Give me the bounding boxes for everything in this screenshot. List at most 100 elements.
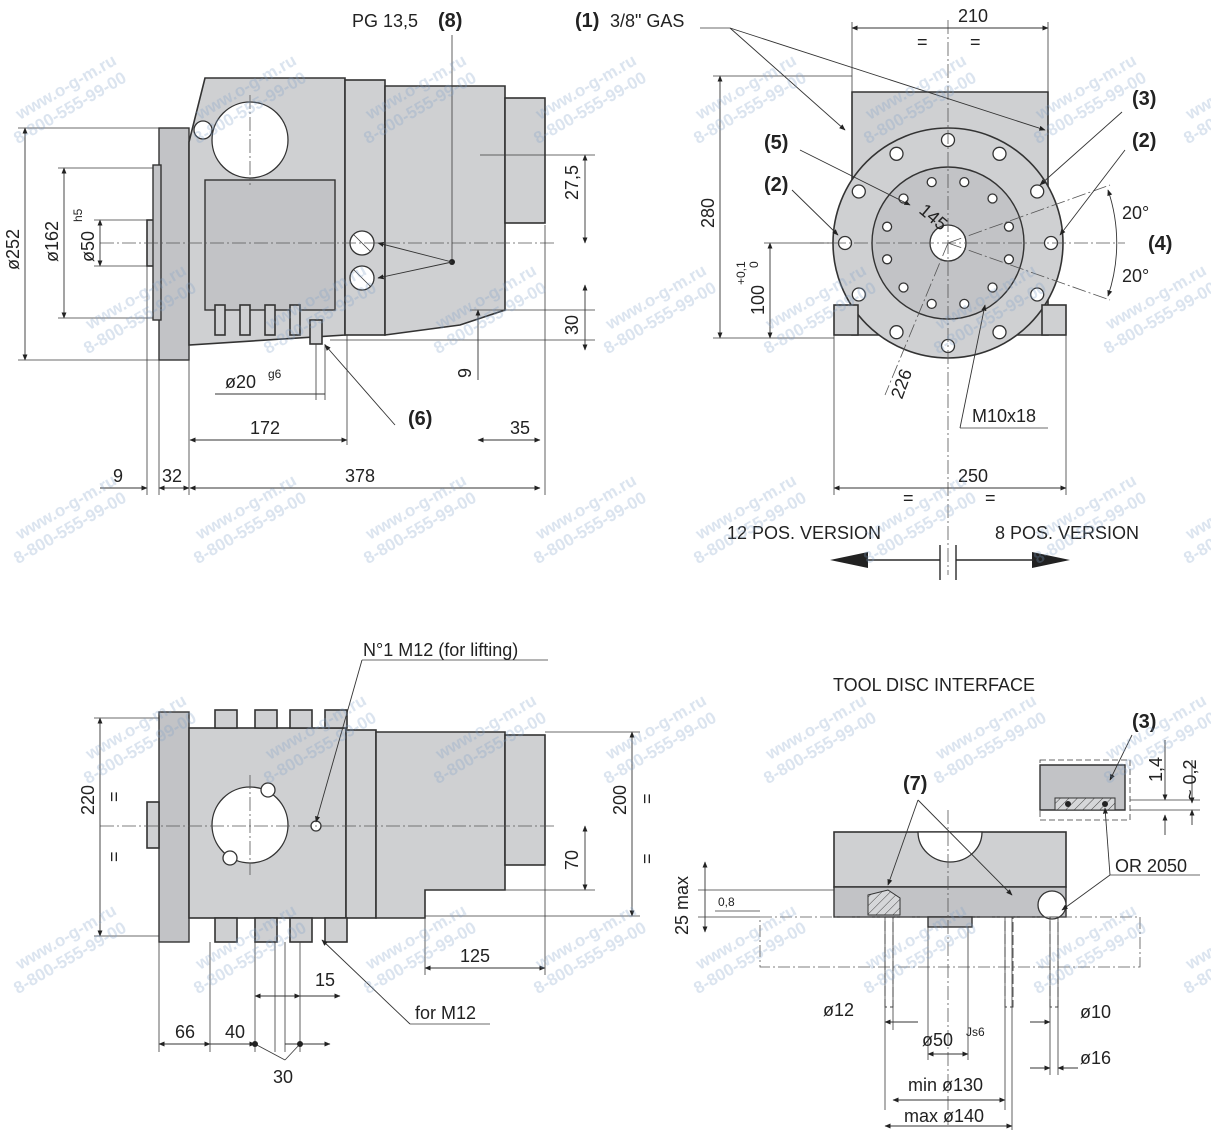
bolt-hole xyxy=(889,146,904,161)
watermark-url: www.o-g-m.ru xyxy=(1182,471,1211,544)
inner-bolt-hole xyxy=(926,298,937,310)
watermark: www.o-g-m.ru8-800-555-99-00 xyxy=(1180,901,1211,998)
dim-25-max: 25 max xyxy=(672,876,692,935)
eq-sign: = xyxy=(104,791,124,802)
inner-bolt-hole xyxy=(1003,221,1015,232)
dim-172: 172 xyxy=(250,418,280,438)
side-housing-mid xyxy=(344,79,386,336)
inner-bolt-hole xyxy=(898,282,909,293)
watermark: www.o-g-m.ru8-800-555-99-00 xyxy=(690,471,809,568)
dim-d12: ø12 xyxy=(823,1000,854,1020)
dim-d20-tol: g6 xyxy=(268,367,282,381)
bottom-stud xyxy=(214,917,238,943)
dim-9: 9 xyxy=(113,466,123,486)
watermark: www.o-g-m.ru8-800-555-99-00 xyxy=(600,261,719,358)
watermark-url: www.o-g-m.ru xyxy=(1182,901,1211,974)
watermark: www.o-g-m.ru8-800-555-99-00 xyxy=(600,691,719,788)
side-flange-rim xyxy=(152,164,162,321)
dim-0-8: 0,8 xyxy=(718,895,735,909)
top-port-bolt xyxy=(222,850,238,866)
eq-sign: = xyxy=(970,32,981,52)
inner-bolt-hole xyxy=(1003,254,1015,265)
disc-callout-3: (3) xyxy=(1132,711,1156,733)
side-stud xyxy=(214,304,226,336)
watermark: www.o-g-m.ru8-800-555-99-00 xyxy=(930,691,1049,788)
callout-3: (3) xyxy=(1132,88,1156,110)
side-housing-rear xyxy=(384,85,506,336)
side-stud xyxy=(264,304,276,336)
watermark: www.o-g-m.ru8-800-555-99-00 xyxy=(10,471,129,568)
front-view: (1) 3/8" GAS 210 = = 280 100 +0,1 0 145 … xyxy=(575,6,1172,580)
oring-detail-circle xyxy=(1037,890,1067,920)
watermark: www.o-g-m.ru8-800-555-99-00 xyxy=(1100,261,1211,358)
dim-32: 32 xyxy=(162,466,182,486)
side-recess xyxy=(204,179,336,311)
front-inner-bolt-holes xyxy=(881,176,1015,310)
eq-sign: = xyxy=(637,793,657,804)
top-studs xyxy=(214,709,348,943)
side-flange xyxy=(158,127,190,361)
dowel-section xyxy=(867,889,901,916)
dim-min-130: min ø130 xyxy=(908,1075,983,1095)
inner-bolt-hole xyxy=(881,221,893,232)
bolt-hole xyxy=(1030,287,1045,302)
tool-spigot xyxy=(927,916,973,928)
detail-3-seal xyxy=(1054,797,1116,811)
watermark: www.o-g-m.ru8-800-555-99-00 xyxy=(860,471,979,568)
eq-sign: = xyxy=(637,853,657,864)
front-foot-right xyxy=(1041,304,1067,336)
dim-70: 70 xyxy=(562,850,582,870)
bolt-hole xyxy=(851,287,866,302)
side-stud xyxy=(289,304,301,336)
side-stud xyxy=(239,304,251,336)
pg-label: PG 13,5 xyxy=(352,11,418,31)
dim-378: 378 xyxy=(345,466,375,486)
inner-bolt-hole xyxy=(987,282,998,293)
top-view: N°1 M12 (for lifting) for M12 220 = = 20… xyxy=(78,640,657,1087)
dim-d10: ø10 xyxy=(1080,1002,1111,1022)
bolt-hole xyxy=(889,325,904,340)
dim-40: 40 xyxy=(225,1022,245,1042)
callout-4: (4) xyxy=(1148,233,1172,255)
m12-label: for M12 xyxy=(415,1003,476,1023)
dim-d252: ø252 xyxy=(3,229,23,270)
dim-d50-tol: h5 xyxy=(71,208,85,222)
side-small-port xyxy=(193,120,213,140)
tool-disc-title: TOOL DISC INTERFACE xyxy=(833,675,1035,695)
top-housing-mid xyxy=(345,729,377,919)
front-outer-bolt-holes xyxy=(837,132,1059,354)
watermark: www.o-g-m.ru8-800-555-99-00 xyxy=(10,901,129,998)
inner-bolt-hole xyxy=(959,298,970,310)
angle-20a: 20° xyxy=(1122,203,1149,223)
watermark: www.o-g-m.ru8-800-555-99-00 xyxy=(1180,471,1211,568)
eq-sign: = xyxy=(903,488,914,508)
watermark: www.o-g-m.ru8-800-555-99-00 xyxy=(530,471,649,568)
front-foot-left xyxy=(833,304,859,336)
tool-disc-arc xyxy=(917,831,983,863)
dim-35: 35 xyxy=(510,418,530,438)
dim-m10: M10x18 xyxy=(972,406,1036,426)
watermark: www.o-g-m.ru8-800-555-99-00 xyxy=(1180,51,1211,148)
gas-label: 3/8" GAS xyxy=(610,11,684,31)
dim-250: 250 xyxy=(958,466,988,486)
watermark: www.o-g-m.ru8-800-555-99-00 xyxy=(10,51,129,148)
dim-d16: ø16 xyxy=(1080,1048,1111,1068)
top-stud xyxy=(289,709,313,729)
bottom-stud xyxy=(324,917,348,943)
callout-7: (7) xyxy=(903,773,927,795)
dim-30: 30 xyxy=(273,1067,293,1087)
dim-200: 200 xyxy=(610,785,630,815)
dim-d20: ø20 xyxy=(225,372,256,392)
tool-disc-view: TOOL DISC INTERFACE xyxy=(672,675,1200,1130)
dim-220: 220 xyxy=(78,785,98,815)
watermark: www.o-g-m.ru8-800-555-99-00 xyxy=(690,51,809,148)
bottom-stud xyxy=(254,917,278,943)
dim-66: 66 xyxy=(175,1022,195,1042)
dim-210: 210 xyxy=(958,6,988,26)
watermark-url: www.o-g-m.ru xyxy=(1182,51,1211,124)
dim-d50: ø50 xyxy=(922,1030,953,1050)
watermark: www.o-g-m.ru8-800-555-99-00 xyxy=(690,901,809,998)
version-12: 12 POS. VERSION xyxy=(727,523,881,543)
angle-20b: 20° xyxy=(1122,266,1149,286)
callout-2a: (2) xyxy=(764,174,788,196)
